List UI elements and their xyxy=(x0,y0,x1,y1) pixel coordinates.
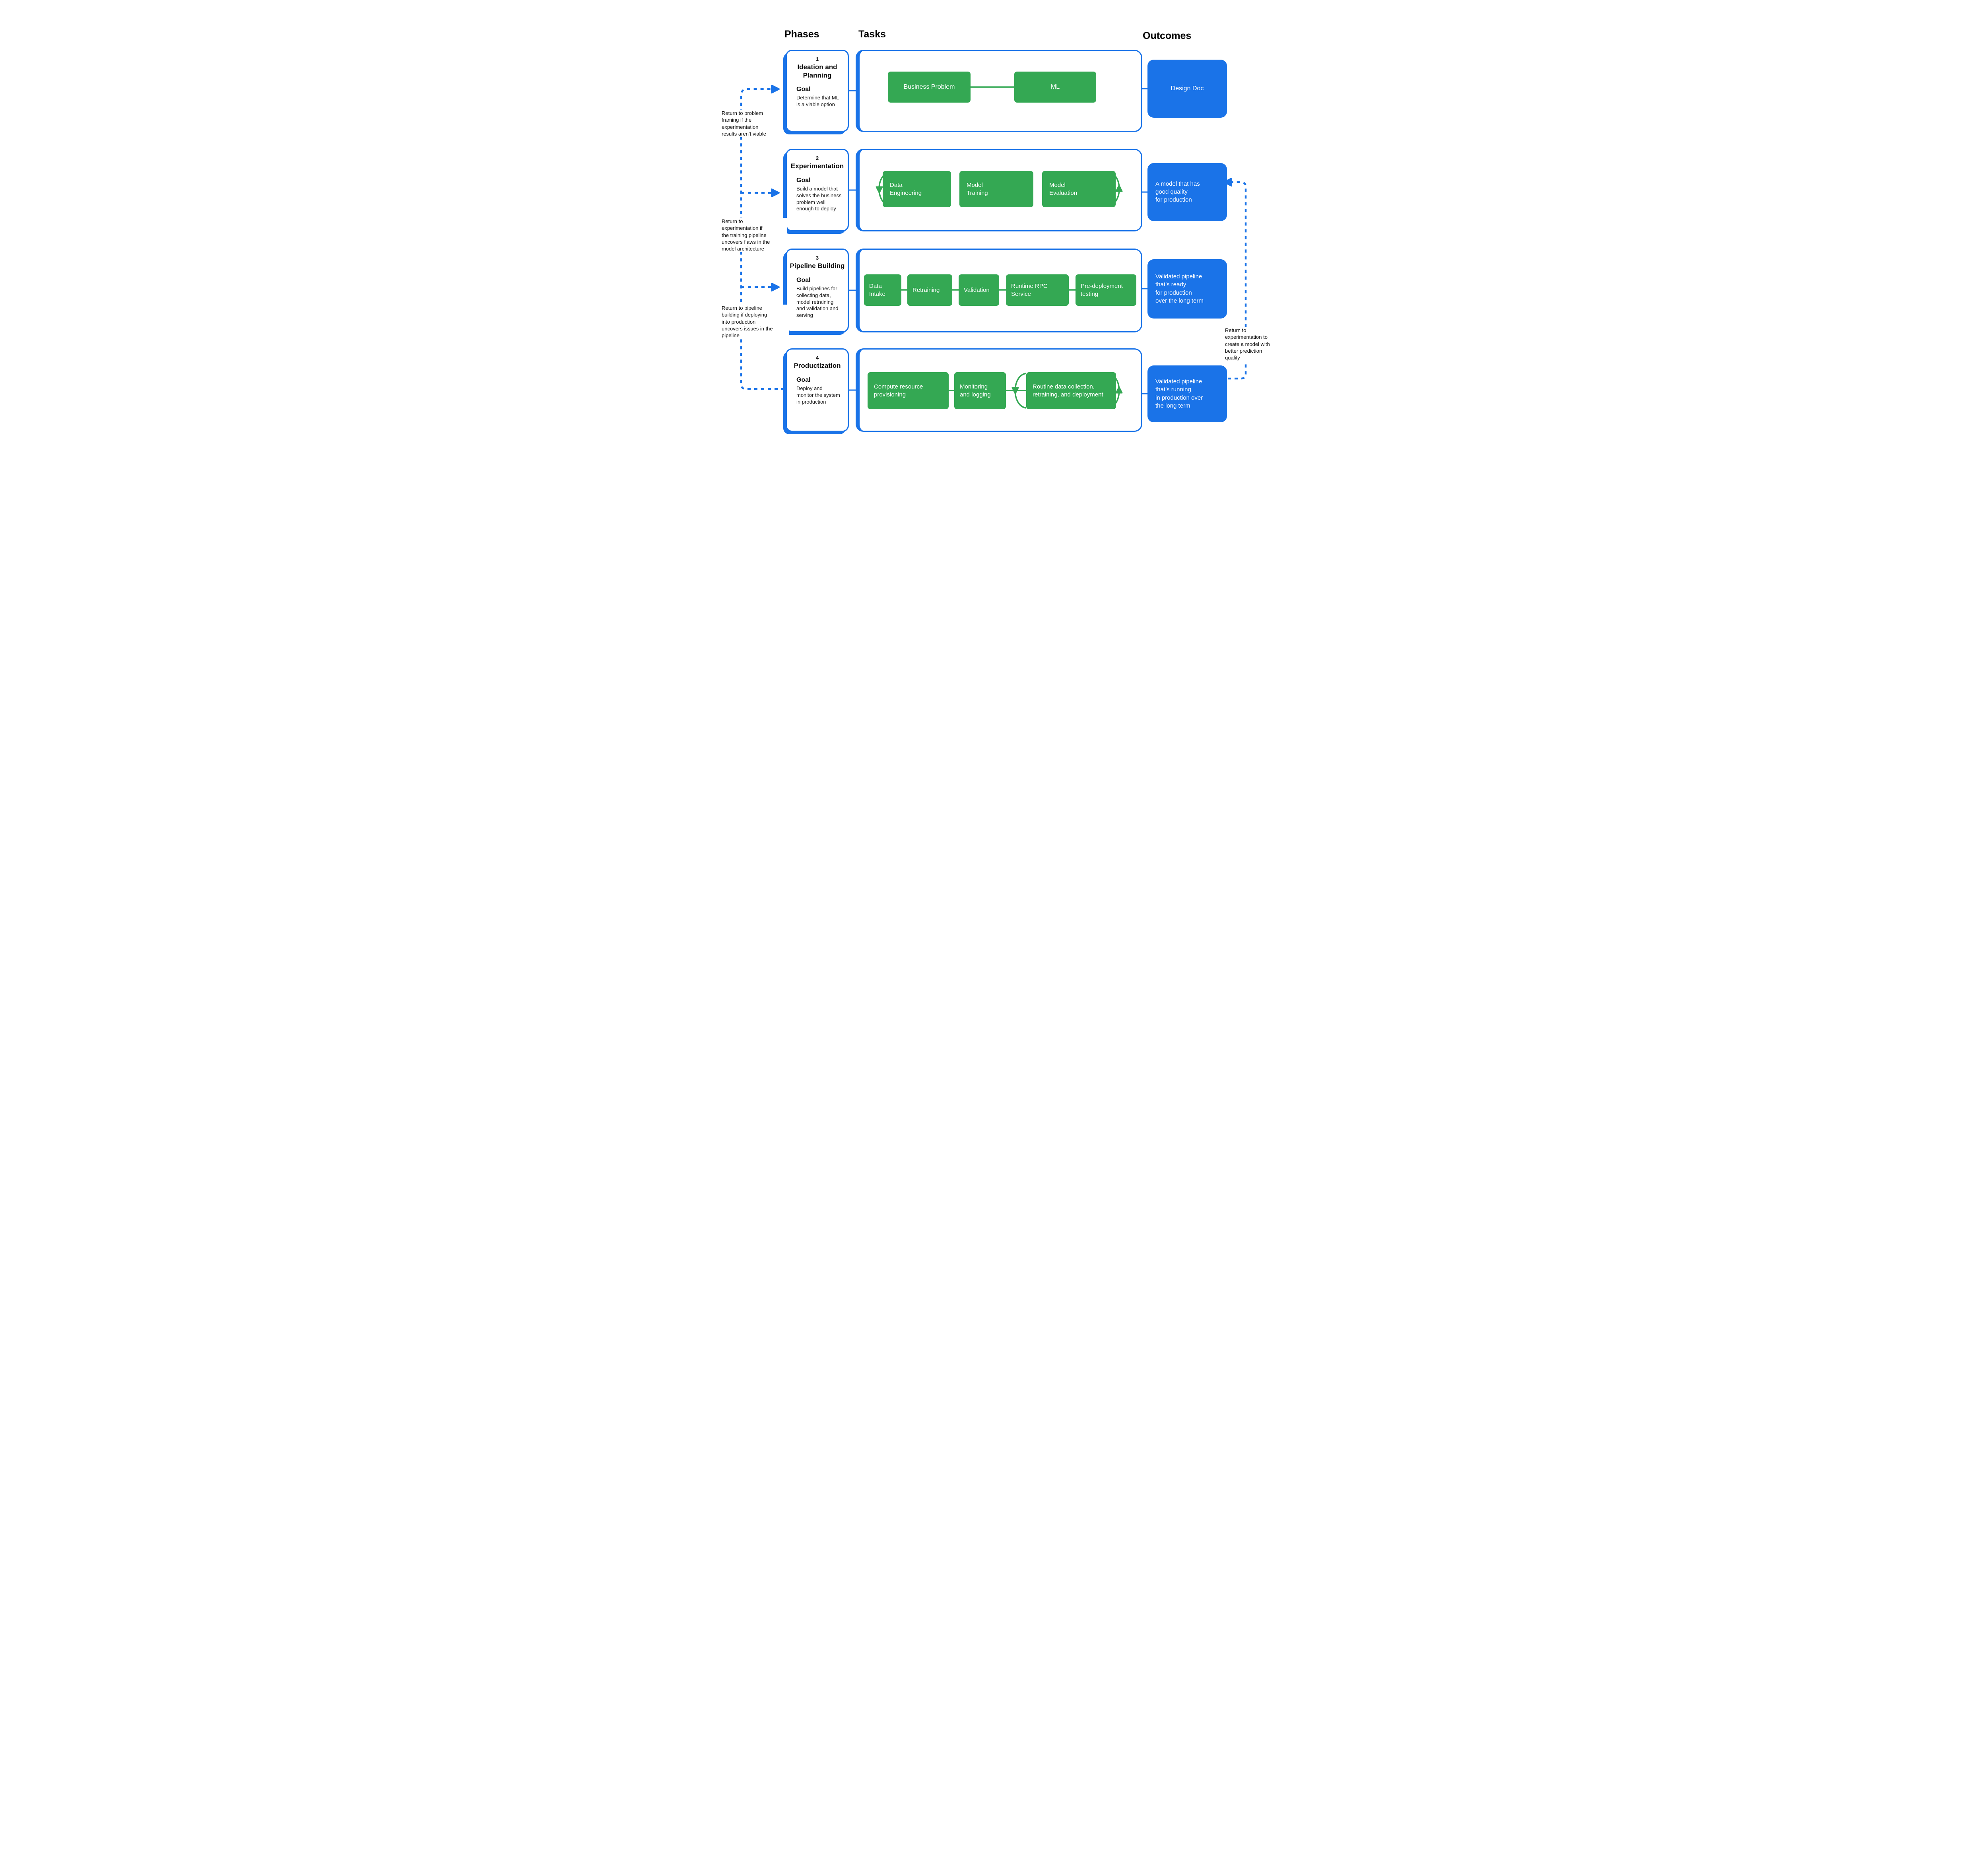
phase-card-experimentation: 2 Experimentation Goal Build a model tha… xyxy=(786,149,849,231)
task-node-runtime-rpc-service: Runtime RPC Service xyxy=(1006,274,1069,306)
task-connector-lines xyxy=(901,86,1076,391)
task-node-compute-resource-provisioning: Compute resource provisioning xyxy=(868,372,949,409)
phase-number: 2 xyxy=(815,155,819,161)
goal-text: Build pipelines for collecting data, mod… xyxy=(796,285,839,319)
note-return-to-experimentation: Return to experimentation if the trainin… xyxy=(722,218,787,253)
task-node-pre-deployment-testing: Pre-deployment testing xyxy=(1076,274,1136,306)
phase-goal: Goal Build a model that solves the busin… xyxy=(796,177,844,213)
task-node-retraining: Retraining xyxy=(907,274,952,306)
phase-number: 1 xyxy=(815,56,819,62)
goal-label: Goal xyxy=(796,177,811,184)
phase-card-productization: 4 Productization Goal Deploy and monitor… xyxy=(786,348,849,432)
phase-title: Experimentation xyxy=(790,162,844,170)
phase-goal: Goal Deploy and monitor the system in pr… xyxy=(796,377,844,406)
note-return-to-problem-framing: Return to problem framing if the experim… xyxy=(722,110,782,138)
goal-text: Build a model that solves the business p… xyxy=(796,185,842,212)
task-node-model-training: Model Training xyxy=(959,171,1033,207)
outcome-card-model-quality: A model that has good quality for produc… xyxy=(1147,163,1227,221)
task-node-model-evaluation: Model Evaluation xyxy=(1042,171,1116,207)
task-node-ml: ML xyxy=(1014,72,1096,103)
phase-title: Ideation and Planning xyxy=(797,63,837,79)
phase-title: Productization xyxy=(794,362,841,369)
outcome-card-validated-pipeline-ready: Validated pipeline that’s ready for prod… xyxy=(1147,259,1227,319)
phase-number: 4 xyxy=(815,355,819,361)
column-header-tasks: Tasks xyxy=(858,29,886,40)
phase-number: 3 xyxy=(815,255,819,261)
goal-text: Deploy and monitor the system in product… xyxy=(796,385,840,405)
goal-label: Goal xyxy=(796,276,811,284)
task-node-data-intake: Data Intake xyxy=(864,274,901,306)
task-node-routine-data-collection: Routine data collection, retraining, and… xyxy=(1026,372,1116,409)
note-return-to-experimentation-quality: Return to experimentation to create a mo… xyxy=(1225,327,1276,361)
phase-card-pipeline-building: 3 Pipeline Building Goal Build pipelines… xyxy=(786,249,849,332)
mlops-phases-diagram: Phases Tasks Outcomes 1 Ideation and Pla… xyxy=(712,0,1276,465)
task-node-business-problem: Business Problem xyxy=(888,72,971,103)
outcome-card-validated-pipeline-running: Validated pipeline that’s running in pro… xyxy=(1147,365,1227,422)
column-header-phases: Phases xyxy=(784,29,819,40)
goal-label: Goal xyxy=(796,86,811,93)
task-node-data-engineering: Data Engineering xyxy=(883,171,951,207)
phase-goal: Goal Determine that ML is a viable optio… xyxy=(796,86,844,108)
column-header-outcomes: Outcomes xyxy=(1143,30,1192,41)
goal-text: Determine that ML is a viable option xyxy=(796,95,839,108)
outcome-card-design-doc: Design Doc xyxy=(1147,60,1227,118)
goal-label: Goal xyxy=(796,376,811,383)
note-return-to-pipeline-building: Return to pipeline building if deploying… xyxy=(722,305,789,339)
row-connector-lines xyxy=(849,88,1149,394)
phase-title: Pipeline Building xyxy=(790,262,845,270)
phase-card-ideation: 1 Ideation and Planning Goal Determine t… xyxy=(786,50,849,132)
task-node-validation: Validation xyxy=(959,274,999,306)
phase-goal: Goal Build pipelines for collecting data… xyxy=(796,277,844,319)
task-node-monitoring-and-logging: Monitoring and logging xyxy=(954,372,1006,409)
